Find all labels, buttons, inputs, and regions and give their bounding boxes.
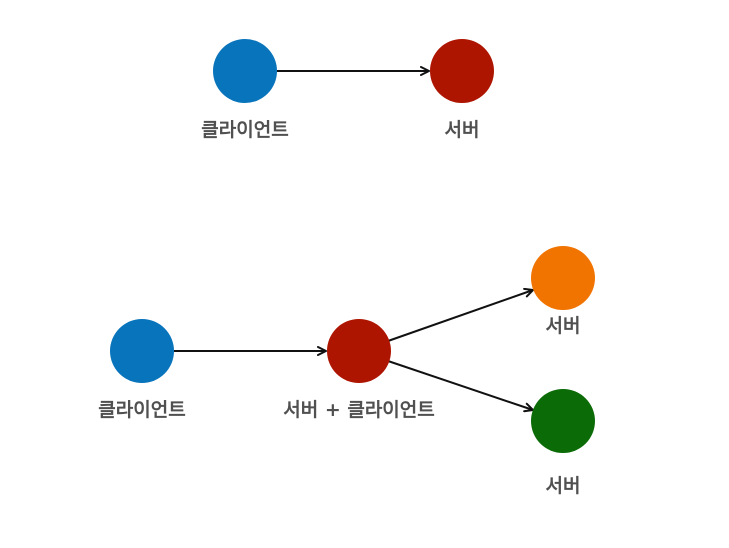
client-node-bottom [110, 319, 174, 383]
server-label-top: 서버 [545, 315, 581, 337]
server-label-bottom: 서버 [545, 475, 581, 497]
server-node-bottom [531, 389, 595, 453]
server-node [430, 39, 494, 103]
server-client-label: 서버 + 클라이언트 [283, 399, 435, 421]
server-label: 서버 [444, 119, 480, 141]
server-client-node [327, 319, 391, 383]
client-label: 클라이언트 [201, 119, 289, 141]
client-label-bottom: 클라이언트 [98, 399, 186, 421]
server-node-top [531, 246, 595, 310]
client-node [213, 39, 277, 103]
arrow-middle-to-server-bottom [387, 360, 534, 413]
arrow-middle-to-server-top [387, 287, 534, 342]
